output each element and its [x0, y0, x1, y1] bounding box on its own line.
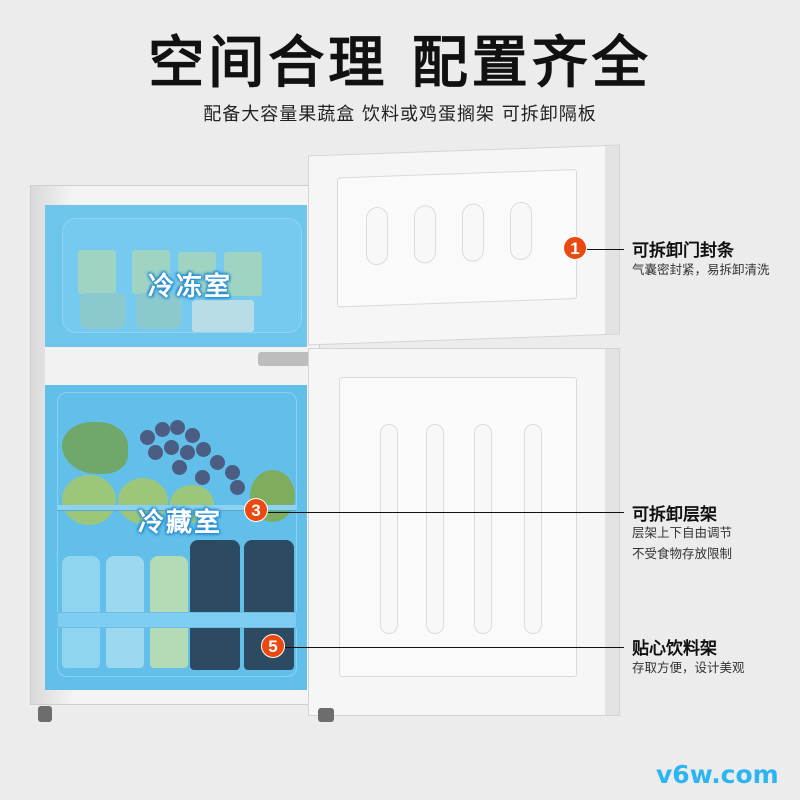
callout-desc: 气囊密封紧，易拆卸清洗 [632, 262, 770, 277]
callout-line [587, 249, 624, 250]
milk-carton-icon [224, 252, 262, 296]
cola-bottle-icon [190, 540, 240, 670]
page-subtitle: 配备大容量果蔬盒 饮料或鸡蛋搁架 可拆卸隔板 [203, 104, 597, 125]
fridge-liner [57, 392, 297, 677]
freezer-label: 冷冻室 [148, 272, 233, 302]
callout-badge: 1 [563, 236, 587, 260]
callout-desc: 层架上下自由调节 [632, 525, 733, 540]
lemon-icon [62, 475, 116, 525]
callout-line [268, 512, 624, 513]
leveling-foot [38, 706, 52, 722]
callout-badge: 5 [261, 634, 285, 658]
fridge-label: 冷藏室 [138, 508, 223, 538]
beverage-rack [57, 612, 297, 628]
door-panel [339, 377, 577, 677]
starfruit-icon [62, 422, 128, 474]
milk-carton-icon [132, 250, 170, 294]
door-hinge [258, 352, 314, 366]
watermark: v6w.com [656, 760, 779, 789]
milk-box-icon [192, 300, 254, 332]
page-title: 空间合理 配置齐全 [148, 31, 652, 96]
callout-line [285, 647, 624, 648]
callout-desc: 存取方便，设计美观 [632, 660, 745, 675]
yogurt-jar-icon [136, 293, 182, 329]
door-panel [337, 169, 577, 308]
callout-badge: 3 [244, 498, 268, 522]
milk-carton-icon [78, 250, 116, 294]
lemon-icon [118, 478, 168, 524]
callout-title: 可拆卸门封条 [632, 241, 734, 261]
fridge-door [308, 348, 620, 716]
callout-title: 贴心饮料架 [632, 639, 717, 659]
fridge-shelf [57, 505, 297, 511]
callout-title: 可拆卸层架 [632, 505, 717, 525]
milk-carton-icon [178, 252, 216, 296]
leveling-foot [318, 708, 334, 722]
yogurt-jar-icon [80, 293, 126, 329]
callout-desc: 不受食物存放限制 [632, 546, 733, 561]
lemon-icon [170, 485, 214, 523]
